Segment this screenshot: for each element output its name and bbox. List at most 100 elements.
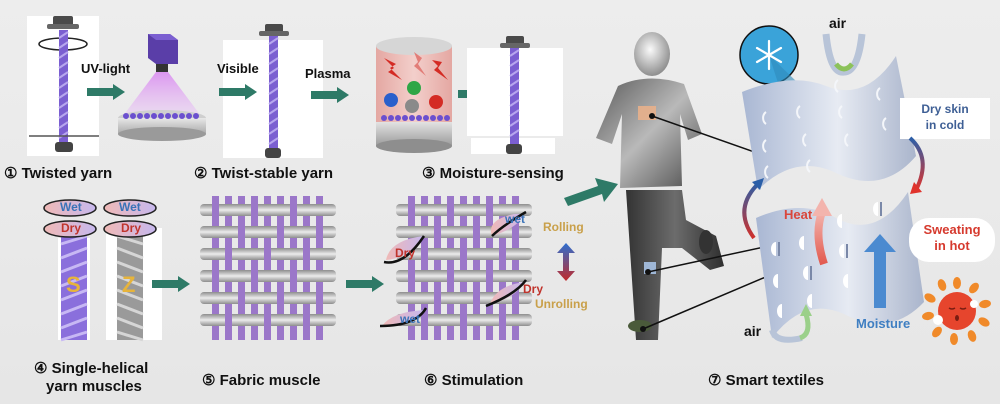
warp-crossover [408, 269, 415, 283]
warp-crossover [316, 225, 323, 239]
runner-pants [626, 190, 724, 340]
warp-crossover [303, 247, 310, 261]
stim-dry-right-label: Dry [523, 282, 544, 296]
warp-yarn [225, 196, 232, 340]
warp-crossover [421, 313, 428, 327]
lightning-icon [414, 52, 426, 76]
step-4-label: ④ Single-helical yarn muscles [34, 360, 149, 395]
warp-yarn [512, 196, 519, 340]
warp-crossover [303, 313, 310, 327]
ion-green [407, 81, 421, 95]
weft-yarn [396, 270, 532, 282]
weft-yarn [200, 270, 336, 282]
warp-yarn [316, 196, 323, 340]
warp-crossover [473, 291, 480, 305]
yarn-weight [55, 142, 73, 152]
warp-yarn [499, 196, 506, 340]
runner-shoe [628, 320, 652, 332]
warp-crossover [460, 313, 467, 327]
fabric-muscle-weave [200, 196, 336, 340]
runner-shoe-back [699, 230, 713, 254]
warp-crossover [212, 203, 219, 217]
sweating-callout: Sweating in hot [909, 218, 995, 262]
warp-yarn [460, 196, 467, 340]
runner-illustration [596, 32, 724, 340]
warp-crossover [251, 203, 258, 217]
moisture-sensing-yarn-illustration [500, 36, 530, 154]
runner-head [634, 32, 670, 76]
cycle-arrow-right [908, 136, 925, 191]
warp-crossover [238, 225, 245, 239]
warp-crossover [238, 291, 245, 305]
rolling-label: Rolling [543, 220, 584, 234]
warp-crossover [421, 247, 428, 261]
heat-label: Heat [784, 207, 813, 222]
dry-curl-left [386, 236, 424, 260]
uv-lamp-dish-illustration [118, 34, 206, 141]
warp-crossover [277, 291, 284, 305]
step-5-label: ⑤ Fabric muscle [202, 372, 321, 389]
step-2-label: ② Twist-stable yarn [194, 165, 334, 182]
lightning-icon [432, 60, 448, 80]
process-arrow-icon [219, 84, 257, 100]
up-down-arrow-icon [557, 243, 575, 281]
ion-red [429, 95, 443, 109]
warp-crossover [264, 247, 271, 261]
z-yarn-wet-label: Wet [119, 200, 141, 214]
s-yarn-illustration [60, 234, 88, 342]
moisture-arrow-icon [864, 234, 896, 308]
warp-yarn [238, 196, 245, 340]
chest-sensor-patch [638, 106, 656, 120]
stim-wet-bottom-label: wet [400, 312, 421, 326]
weft-yarn [200, 226, 336, 238]
warp-crossover [225, 247, 232, 261]
warp-yarn [277, 196, 284, 340]
ion-blue [384, 93, 398, 107]
warp-yarn [290, 196, 297, 340]
weft-yarn [200, 292, 336, 304]
warp-crossover [264, 313, 271, 327]
yarn-strand [58, 30, 69, 142]
s-yarn-dry-label: Dry [61, 221, 82, 235]
warp-yarn [303, 196, 310, 340]
z-yarn-illustration [116, 234, 144, 342]
step-7-label: ⑦ Smart textiles [708, 372, 825, 389]
weft-yarn [396, 204, 532, 216]
plasma-label: Plasma [305, 66, 351, 81]
step-6-label: ⑥ Stimulation [424, 372, 524, 389]
warp-crossover [251, 269, 258, 283]
stimulation-curl-arrows [379, 210, 528, 328]
warp-yarn [434, 196, 441, 340]
warp-yarn [421, 196, 428, 340]
air-bottom-label: air [744, 323, 762, 339]
uv-lamp-icon [148, 34, 178, 64]
runner-shirt [596, 78, 702, 188]
warp-crossover [434, 225, 441, 239]
warp-crossover [512, 225, 519, 239]
warp-yarn [473, 196, 480, 340]
warp-crossover [290, 269, 297, 283]
moisture-label: Moisture [856, 316, 911, 331]
warp-crossover [434, 291, 441, 305]
warp-crossover [212, 269, 219, 283]
twist-stable-yarn-illustration [259, 24, 289, 158]
z-letter: Z [122, 272, 136, 297]
cycle-arrow-left [742, 180, 762, 240]
warp-yarn [264, 196, 271, 340]
warp-crossover [225, 313, 232, 327]
process-arrow-icon [87, 84, 125, 100]
plasma-chamber-illustration [376, 37, 452, 153]
stim-dry-left-label: Dry [395, 246, 416, 260]
knee-sensor-patch [644, 262, 656, 274]
dry-curl-right [490, 282, 524, 304]
dry-skin-callout: Dry skin in cold [900, 98, 990, 139]
air-top-label: air [829, 15, 847, 31]
warp-crossover [447, 203, 454, 217]
warp-crossover [408, 203, 415, 217]
uv-beam [120, 72, 204, 120]
cycle-arrows [742, 136, 925, 240]
warp-crossover [290, 203, 297, 217]
weft-yarn [200, 204, 336, 216]
ion-gray [405, 99, 419, 113]
warp-crossover [499, 247, 506, 261]
